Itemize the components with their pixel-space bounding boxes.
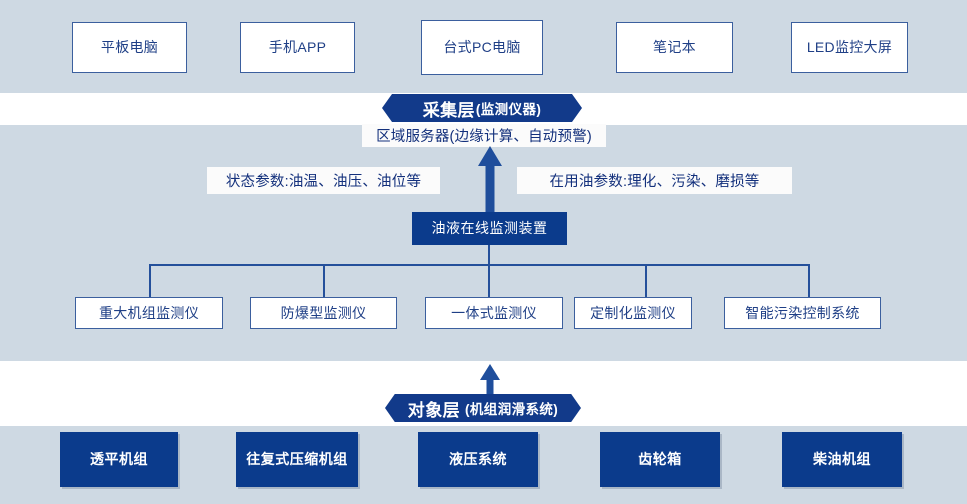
terminal-box-tablet[interactable]: 平板电脑 — [72, 22, 187, 73]
arrow-object-to-acquisition — [479, 364, 501, 396]
monitor-box-smart-contamination-control[interactable]: 智能污染控制系统 — [724, 297, 881, 329]
object-layer-banner: 对象层 (机组润滑系统) — [385, 394, 581, 422]
monitor-box-explosion-proof[interactable]: 防爆型监测仪 — [250, 297, 397, 329]
oil-parameters-tag: 在用油参数:理化、污染、磨损等 — [517, 167, 792, 194]
connector-drop-monitor-4 — [645, 264, 647, 298]
acquisition-banner-title: 采集层 — [422, 100, 475, 120]
object-banner-subtitle: (机组润滑系统) — [465, 402, 559, 417]
terminal-box-led-screen[interactable]: LED监控大屏 — [791, 22, 908, 73]
arrow-device-to-server — [477, 146, 503, 218]
object-banner-title: 对象层 — [407, 400, 460, 420]
terminal-box-mobile-app[interactable]: 手机APP — [240, 22, 355, 73]
monitor-box-integrated[interactable]: 一体式监测仪 — [425, 297, 563, 329]
connector-drop-monitor-2 — [323, 264, 325, 298]
connector-monitor-bus — [149, 264, 809, 266]
acquisition-layer-banner: 采集层 (监测仪器) — [382, 94, 582, 122]
equipment-box-reciprocating-compressor[interactable]: 往复式压缩机组 — [236, 432, 358, 487]
connector-drop-monitor-5 — [808, 264, 810, 298]
connector-drop-monitor-1 — [149, 264, 151, 298]
terminal-box-laptop[interactable]: 笔记本 — [616, 22, 733, 73]
acquisition-banner-subtitle: (监测仪器) — [475, 102, 542, 117]
equipment-box-gearbox[interactable]: 齿轮箱 — [600, 432, 720, 487]
connector-device-stem — [488, 245, 490, 265]
equipment-box-diesel-unit[interactable]: 柴油机组 — [782, 432, 902, 487]
status-parameters-tag: 状态参数:油温、油压、油位等 — [207, 167, 440, 194]
terminal-box-desktop-pc[interactable]: 台式PC电脑 — [421, 20, 543, 75]
equipment-box-turbine-unit[interactable]: 透平机组 — [60, 432, 178, 487]
regional-server-label: 区域服务器(边缘计算、自动预警) — [362, 124, 606, 147]
equipment-box-hydraulic-system[interactable]: 液压系统 — [418, 432, 538, 487]
monitor-box-customized[interactable]: 定制化监测仪 — [574, 297, 692, 329]
connector-drop-monitor-3 — [488, 264, 490, 298]
online-oil-monitoring-device-box[interactable]: 油液在线监测装置 — [412, 212, 567, 245]
monitor-box-major-unit[interactable]: 重大机组监测仪 — [75, 297, 223, 329]
